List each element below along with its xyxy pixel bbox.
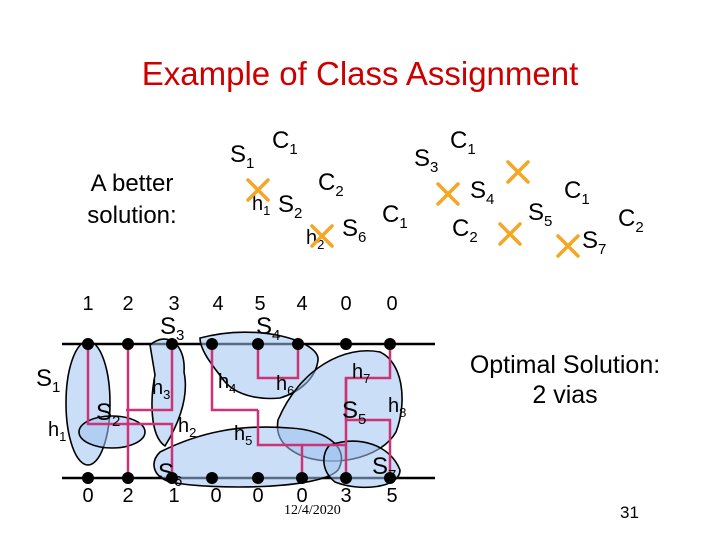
page-number: 31	[620, 503, 639, 522]
wire-n3	[126, 344, 174, 412]
wire-n6	[256, 344, 300, 380]
top-number: 4	[212, 293, 223, 315]
left-cut-crosses	[246, 178, 334, 248]
pin	[340, 338, 352, 350]
wires	[86, 344, 392, 478]
label-s7: S7	[372, 453, 396, 484]
label-h7: h7	[352, 361, 370, 386]
graph-node-h2: h2	[306, 227, 324, 252]
bottom-number: 3	[340, 485, 351, 507]
pin	[122, 338, 134, 350]
pin	[340, 472, 352, 484]
top-number: 3	[168, 293, 179, 315]
optimal-solution-text: Optimal Solution: 2 vias	[455, 350, 675, 410]
graph-node-s7: S7	[582, 227, 606, 258]
top-number: 2	[122, 293, 133, 315]
top-number: 0	[386, 293, 397, 315]
subtitle-line-1: A better	[90, 170, 174, 197]
label-s6: S6	[158, 459, 182, 490]
pin	[296, 472, 308, 484]
bottom-number: 5	[386, 485, 397, 507]
graph-node-c2b: C2	[618, 205, 644, 236]
bottom-number: 1	[168, 485, 179, 507]
cross-mark	[310, 224, 334, 248]
pin	[292, 338, 304, 350]
label-h4: h4	[218, 371, 236, 396]
label-s2: S2	[96, 399, 120, 430]
bottom-number: 0	[252, 485, 263, 507]
graph-node-c1: C1	[272, 127, 298, 158]
top-number: 1	[82, 293, 93, 315]
top-number: 5	[254, 293, 265, 315]
pin	[122, 472, 134, 484]
graph-node-c1: C1	[450, 127, 476, 158]
graph-node-h1: h1	[252, 193, 270, 218]
pin	[252, 338, 264, 350]
label-h8: h8	[388, 395, 406, 420]
cross-mark	[506, 160, 530, 184]
wire-n4	[126, 422, 174, 478]
bottom-number: 0	[210, 485, 221, 507]
wire-n7	[256, 410, 304, 478]
slide-title: Example of Class Assignment	[141, 55, 579, 92]
right-cut-crosses	[436, 160, 580, 258]
pin	[384, 338, 396, 350]
optimal-line-1: Optimal Solution:	[469, 351, 661, 379]
wire-n9	[344, 378, 392, 478]
left-conflict-graph: S1 C1 h1 S2 C2 h2 S6 C1	[230, 127, 408, 252]
cross-mark	[246, 178, 270, 202]
pin	[166, 472, 178, 484]
top-numbers: 1 2 3 4 5 4 0 0	[82, 293, 397, 315]
subtitle-line-2: solution:	[87, 202, 177, 229]
terminal-dots	[82, 338, 396, 484]
label-h2: h2	[178, 415, 196, 440]
wire-n1	[86, 344, 128, 426]
graph-node-s3: S3	[414, 145, 438, 176]
bottom-numbers: 0 2 1 0 0 0 3 5	[82, 485, 397, 507]
graph-node-s5: S5	[528, 199, 552, 230]
label-h1: h1	[48, 419, 66, 444]
bottom-number: 2	[122, 485, 133, 507]
graph-node-s6: S6	[342, 215, 366, 246]
right-conflict-graph: S3 C1 S4 C2 S5 C1 S7 C2	[414, 127, 644, 258]
graph-node-c1b: C1	[382, 201, 408, 232]
top-number: 4	[296, 293, 307, 315]
graph-node-s2: S2	[278, 191, 302, 222]
label-h5: h5	[234, 423, 252, 448]
cross-mark	[498, 222, 522, 246]
bottom-number: 0	[296, 485, 307, 507]
cross-mark	[436, 182, 460, 206]
pin	[384, 472, 396, 484]
bottom-number: 0	[82, 485, 93, 507]
subtitle: A better solution:	[62, 168, 202, 232]
pin	[206, 338, 218, 350]
label-s3: S3	[160, 313, 184, 344]
label-h6: h6	[276, 373, 294, 398]
label-s1: S1	[36, 365, 60, 396]
graph-node-c2: C2	[452, 215, 478, 246]
graph-node-s4: S4	[470, 177, 494, 208]
graph-node-c2: C2	[318, 169, 344, 200]
top-number: 0	[340, 293, 351, 315]
pin	[206, 472, 218, 484]
pin	[82, 472, 94, 484]
wire-n5	[210, 344, 258, 412]
net-labels: S1 S2 S3 S4 S5 S6 S7 h1 h2 h3 h4 h5 h6 h…	[36, 313, 406, 490]
slide-date: 12/4/2020	[284, 503, 341, 518]
cross-mark	[556, 234, 580, 258]
graph-node-s1: S1	[230, 141, 254, 172]
graph-node-c1b: C1	[564, 177, 590, 208]
label-s5: S5	[342, 397, 366, 428]
pin	[82, 338, 94, 350]
pin	[166, 338, 178, 350]
label-h3: h3	[152, 377, 170, 402]
optimal-line-2: 2 vias	[532, 381, 598, 409]
label-s4: S4	[256, 313, 280, 344]
left-graph-labels: S1 C1 h1 S2 C2 h2 S6 C1	[230, 127, 408, 252]
right-graph-labels: S3 C1 S4 C2 S5 C1 S7 C2	[414, 127, 644, 258]
pin	[252, 472, 264, 484]
